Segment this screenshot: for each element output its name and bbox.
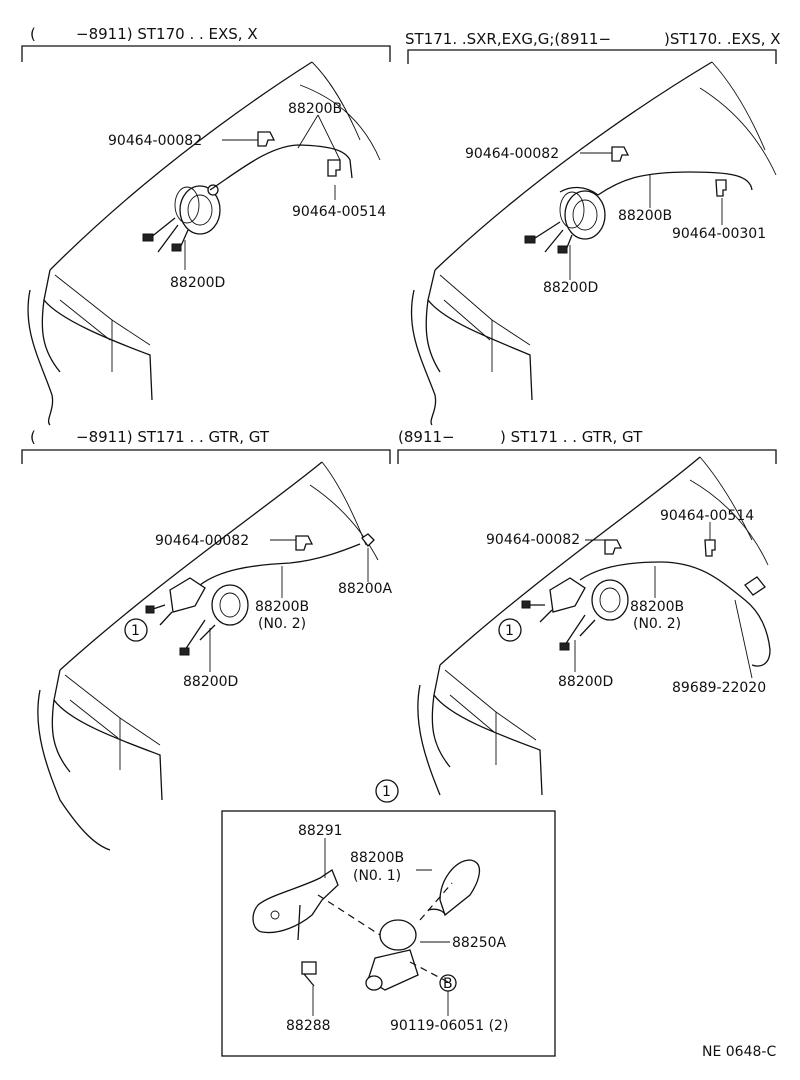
panel-1-callout-90464-00082: 90464-00082 bbox=[108, 133, 202, 149]
panel-3-bracket bbox=[21, 449, 391, 464]
panel-4-actuator bbox=[521, 577, 629, 651]
detail-actuator-88250A bbox=[365, 919, 419, 991]
panel-4-marker: 1 bbox=[505, 623, 514, 639]
panel-2-callout-90464-00082: 90464-00082 bbox=[465, 146, 559, 162]
panel-4-car-outline bbox=[417, 456, 769, 796]
panel-3-end-88200A bbox=[361, 533, 375, 547]
panel-3-callout-90464-00082: 90464-00082 bbox=[155, 533, 249, 549]
panel-1-clip-00514 bbox=[327, 159, 341, 177]
panel-2-car-outline bbox=[410, 61, 777, 426]
panel-2-cable bbox=[597, 171, 753, 196]
panel-4-callout-90464-00082: 90464-00082 bbox=[486, 532, 580, 548]
panel-1-callout-88200B: 88200B bbox=[288, 101, 342, 117]
panel-4-header-right: ) ST171 . . GTR, GT bbox=[500, 428, 643, 446]
panel-3-callout-88200A: 88200A bbox=[338, 581, 393, 597]
panel-4-callout-90464-00514: 90464-00514 bbox=[660, 508, 754, 524]
panel-1-car-outline bbox=[27, 61, 381, 426]
detail-bracket-post bbox=[297, 904, 301, 941]
panel-4-end-89689 bbox=[744, 576, 766, 596]
detail-cable-88200B bbox=[439, 859, 481, 917]
panel-1-header: −8911) ST170 . . EXS, X bbox=[76, 25, 258, 43]
panel-4-callout-no2: (N0. 2) bbox=[633, 616, 681, 632]
detail-marker-circle bbox=[375, 779, 399, 803]
panel-2-header-right: )ST170. .EXS, X bbox=[664, 30, 781, 48]
panel-4-callout-88200D: 88200D bbox=[558, 674, 613, 690]
detail-marker: 1 bbox=[382, 784, 391, 800]
panel-3-header-left: ( bbox=[30, 428, 36, 446]
footer-code: NE 0648-C bbox=[702, 1044, 776, 1060]
panel-2-header: ST171. .SXR,EXG,G;(8911− bbox=[405, 30, 611, 48]
panel-3-actuator bbox=[145, 577, 249, 656]
detail-callout-88291: 88291 bbox=[298, 823, 343, 839]
panel-2-callout-88200D: 88200D bbox=[543, 280, 598, 296]
panel-4-callout-89689-22020: 89689-22020 bbox=[672, 680, 766, 696]
detail-bolt-88288 bbox=[301, 961, 317, 987]
panel-3-car-outline bbox=[37, 461, 379, 851]
detail-callout-88250A: 88250A bbox=[452, 935, 507, 951]
detail-callout-90119-06051: 90119-06051 (2) bbox=[390, 1018, 508, 1034]
detail-callout-b: B bbox=[443, 976, 453, 992]
panel-2-bracket bbox=[407, 49, 777, 64]
detail-inset: 1 B 88291 88200B (N0. 1) 88250A 88288 90… bbox=[221, 779, 556, 1057]
detail-frame bbox=[221, 810, 556, 1057]
detail-callout-88200B: 88200B bbox=[350, 850, 404, 866]
panel-3-callout-88200B: 88200B bbox=[255, 599, 309, 615]
panel-4-callout-88200B: 88200B bbox=[630, 599, 684, 615]
panel-1: ( −8911) ST170 . . EXS, X bbox=[21, 25, 391, 426]
panel-4: (8911− ) ST171 . . GTR, GT 1 bbox=[397, 428, 777, 796]
panel-4-clip-00082 bbox=[604, 539, 623, 555]
panel-4-header: (8911− bbox=[398, 428, 455, 446]
panel-3-callout-no2: (N0. 2) bbox=[258, 616, 306, 632]
panel-2: ST171. .SXR,EXG,G;(8911− )ST170. .EXS, X bbox=[405, 30, 781, 426]
panel-2-callout-88200B: 88200B bbox=[618, 208, 672, 224]
panel-1-header-left: ( bbox=[30, 25, 36, 43]
panel-1-callout-88200D: 88200D bbox=[170, 275, 225, 291]
panel-3-clip-00082 bbox=[295, 535, 314, 551]
panel-1-callout-90464-00514: 90464-00514 bbox=[292, 204, 386, 220]
panel-1-bracket bbox=[21, 45, 391, 62]
panel-3-cable bbox=[199, 543, 361, 586]
panel-4-clip-00514 bbox=[704, 539, 716, 557]
panel-1-actuator bbox=[142, 184, 221, 253]
panel-3-header: −8911) ST171 . . GTR, GT bbox=[76, 428, 270, 446]
detail-callout-88288: 88288 bbox=[286, 1018, 331, 1034]
detail-dashed-guides bbox=[317, 882, 453, 983]
panel-1-clip-00082 bbox=[257, 131, 276, 147]
panel-2-clip-00082 bbox=[611, 146, 630, 162]
panel-3-callout-88200D: 88200D bbox=[183, 674, 238, 690]
panel-4-marker-circle bbox=[498, 618, 522, 642]
panel-4-bracket bbox=[397, 449, 777, 464]
panel-4-cable bbox=[579, 561, 771, 667]
panel-2-actuator bbox=[524, 190, 606, 254]
panel-3-marker-circle bbox=[124, 618, 148, 642]
detail-bracket-88291 bbox=[252, 869, 339, 934]
panel-2-clip-00301 bbox=[715, 179, 727, 197]
detail-callout-no1: (N0. 1) bbox=[353, 868, 401, 884]
panel-3-marker: 1 bbox=[131, 623, 140, 639]
panel-3: ( −8911) ST171 . . GTR, GT 1 9046 bbox=[21, 428, 393, 851]
panel-2-callout-90464-00301: 90464-00301 bbox=[672, 226, 766, 242]
